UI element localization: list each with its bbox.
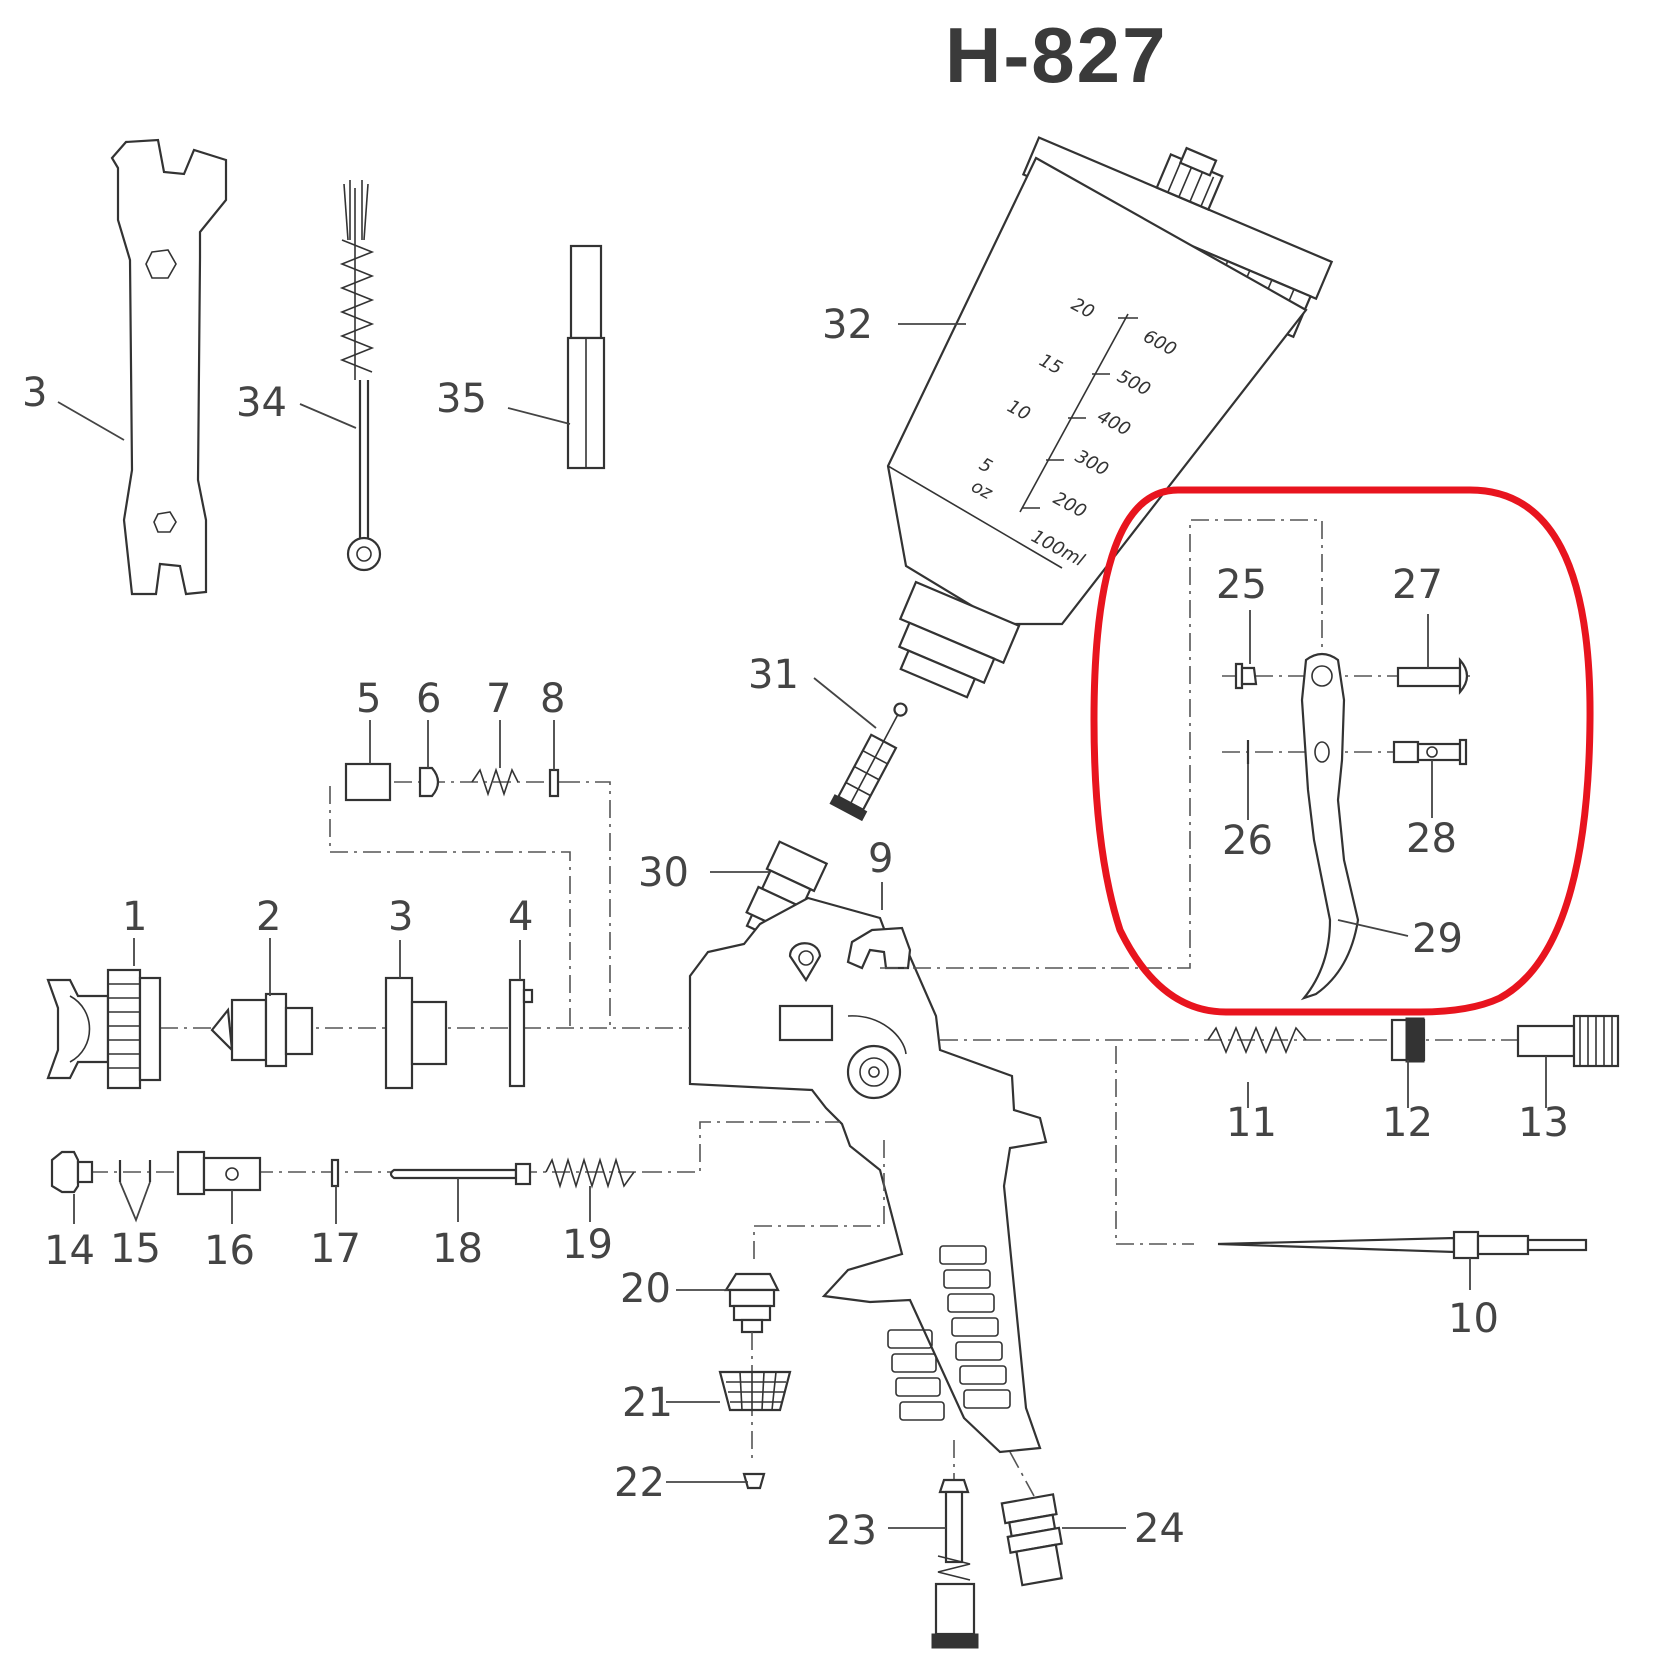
label-part-32: 32 xyxy=(822,302,873,348)
leader-lines xyxy=(57,323,1547,1529)
label-part-24: 24 xyxy=(1134,1506,1185,1552)
label-part-1: 1 xyxy=(122,894,147,940)
label-part-18: 18 xyxy=(432,1226,483,1272)
label-part-31: 31 xyxy=(748,652,799,698)
label-part-4: 4 xyxy=(508,894,533,940)
label-part-9: 9 xyxy=(868,836,893,882)
label-part-8: 8 xyxy=(540,676,565,722)
air-cap-part xyxy=(46,968,162,1090)
gasket-part xyxy=(508,978,534,1088)
label-part-33: 3 xyxy=(22,370,47,416)
part-labels: 3 34 35 32 31 30 9 1 2 3 4 5 6 7 8 14 15… xyxy=(22,302,1569,1554)
label-part-17: 17 xyxy=(310,1226,361,1272)
label-part-11: 11 xyxy=(1226,1100,1277,1146)
label-part-5: 5 xyxy=(356,676,381,722)
trigger-assembly-parts xyxy=(1234,652,1469,1001)
label-part-10: 10 xyxy=(1448,1296,1499,1342)
diagram-title: H-827 xyxy=(945,11,1167,99)
gun-body xyxy=(688,896,1048,1454)
highlight-outline xyxy=(1090,486,1594,1016)
label-part-6: 6 xyxy=(416,676,441,722)
label-part-16: 16 xyxy=(204,1228,255,1274)
label-part-21: 21 xyxy=(622,1380,673,1426)
label-part-26: 26 xyxy=(1222,818,1273,864)
label-part-22: 22 xyxy=(614,1460,665,1506)
label-part-35: 35 xyxy=(436,376,487,422)
air-adjuster-parts xyxy=(50,1150,635,1196)
cleaning-pick-part xyxy=(566,244,606,470)
label-part-19: 19 xyxy=(562,1222,613,1268)
paint-cup-part: 20 15 10 5 oz 600 500 400 300 200 100ml xyxy=(886,136,1334,699)
label-part-23: 23 xyxy=(826,1508,877,1554)
needle-spring-adjuster-parts xyxy=(1207,1014,1620,1260)
air-valve-parts xyxy=(718,1272,792,1490)
baffle-ring-part xyxy=(384,976,448,1090)
label-part-20: 20 xyxy=(620,1266,671,1312)
label-part-14: 14 xyxy=(44,1228,95,1274)
label-part-30: 30 xyxy=(638,850,689,896)
spreader-valve-parts xyxy=(344,762,560,802)
label-part-34: 34 xyxy=(236,380,287,426)
cleaning-brush-part xyxy=(339,180,382,572)
label-part-29: 29 xyxy=(1412,916,1463,962)
label-part-28: 28 xyxy=(1406,816,1457,862)
wrench-part xyxy=(110,138,228,596)
fluid-nozzle-part xyxy=(210,992,314,1068)
label-part-2: 2 xyxy=(256,894,281,940)
label-part-27: 27 xyxy=(1392,562,1443,608)
air-inlet-parts xyxy=(931,1440,1063,1649)
label-part-12: 12 xyxy=(1382,1100,1433,1146)
label-part-25: 25 xyxy=(1216,562,1267,608)
strainer-part xyxy=(829,702,908,822)
label-part-7: 7 xyxy=(486,676,511,722)
label-part-15: 15 xyxy=(110,1226,161,1272)
label-part-13: 13 xyxy=(1518,1100,1569,1146)
label-part-3: 3 xyxy=(388,894,413,940)
